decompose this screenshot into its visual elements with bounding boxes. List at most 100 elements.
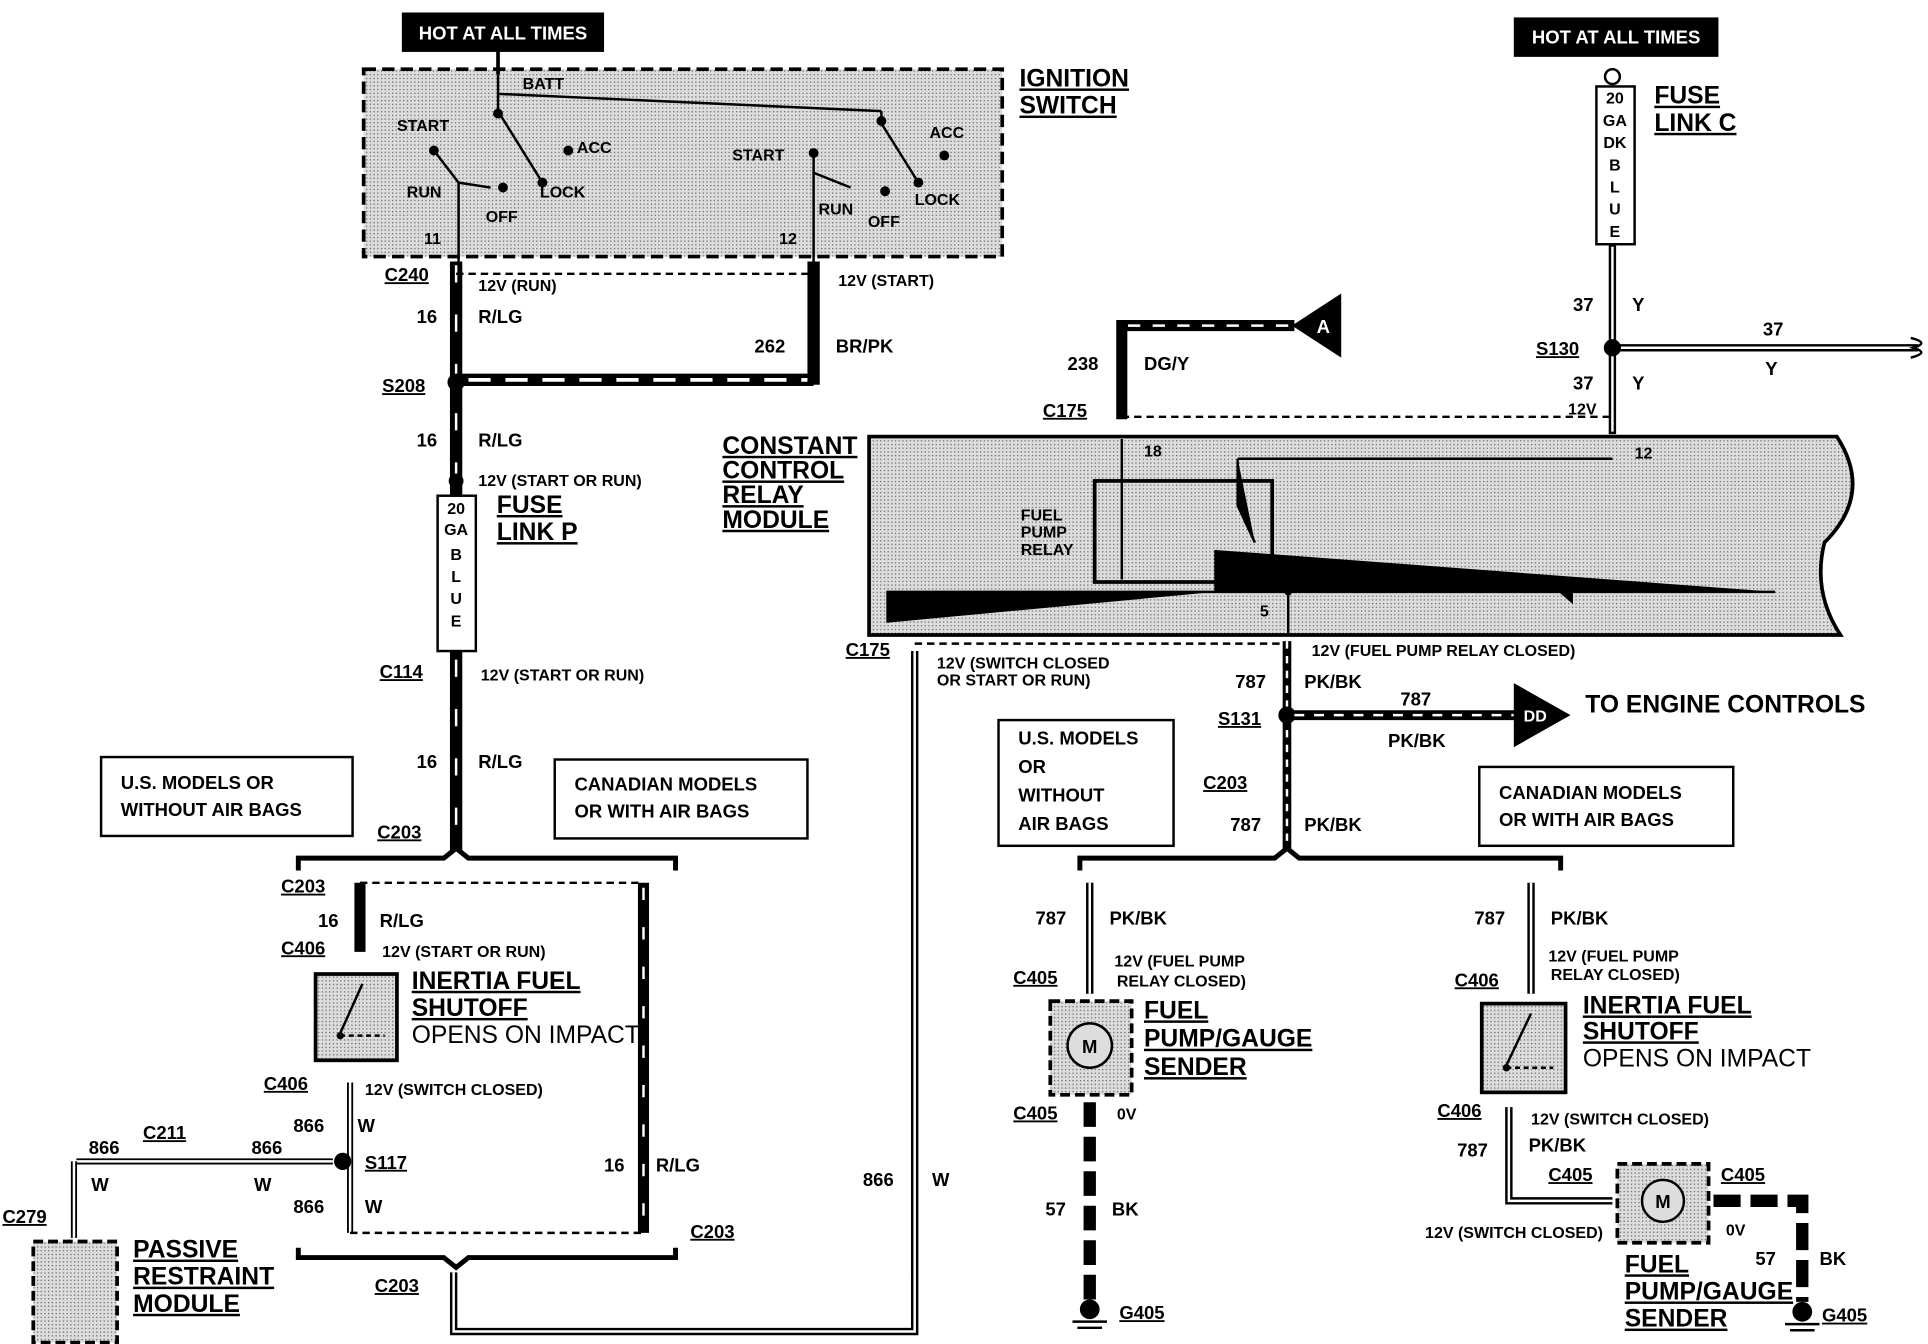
svg-text:START: START: [397, 117, 449, 135]
svg-text:DD: DD: [1524, 707, 1547, 725]
svg-text:GA: GA: [1603, 112, 1627, 130]
us-models-box-right: U.S. MODELS OR WITHOUT AIR BAGS: [997, 718, 1175, 848]
svg-text:GA: GA: [444, 521, 468, 539]
svg-text:RELAY: RELAY: [722, 482, 804, 509]
svg-text:E: E: [451, 612, 462, 630]
canadian-models-box-right: CANADIAN MODELS OR WITH AIR BAGS: [1478, 765, 1735, 848]
svg-text:WITHOUT AIR BAGS: WITHOUT AIR BAGS: [121, 799, 302, 820]
svg-text:G405: G405: [1822, 1305, 1867, 1326]
svg-text:OFF: OFF: [486, 208, 518, 226]
passive-restraint-module: PASSIVE RESTRAINT MODULE: [31, 1237, 274, 1344]
svg-text:RESTRAINT: RESTRAINT: [133, 1264, 274, 1291]
svg-text:G405: G405: [1119, 1302, 1164, 1323]
svg-text:Y: Y: [1765, 358, 1778, 379]
svg-text:866: 866: [89, 1137, 120, 1158]
svg-text:LOCK: LOCK: [540, 183, 586, 201]
canadian-models-box-left: CANADIAN MODELS OR WITH AIR BAGS: [553, 758, 809, 840]
svg-text:C175: C175: [1043, 400, 1087, 421]
svg-text:OR WITH AIR BAGS: OR WITH AIR BAGS: [574, 800, 749, 821]
svg-text:12V (FUEL PUMP: 12V (FUEL PUMP: [1548, 948, 1679, 966]
svg-text:16: 16: [604, 1154, 625, 1175]
svg-text:787: 787: [1230, 814, 1261, 835]
svg-text:12V (SWITCH CLOSED): 12V (SWITCH CLOSED): [1425, 1224, 1603, 1242]
svg-text:TO ENGINE CONTROLS: TO ENGINE CONTROLS: [1585, 692, 1865, 719]
svg-text:PUMP: PUMP: [1021, 524, 1068, 542]
svg-text:57: 57: [1045, 1199, 1066, 1220]
svg-text:BATT: BATT: [523, 75, 565, 93]
svg-text:12V (RUN): 12V (RUN): [478, 277, 556, 295]
svg-text:12V: 12V: [1568, 400, 1597, 418]
svg-text:E: E: [1610, 223, 1621, 241]
svg-text:12V (SWITCH CLOSED): 12V (SWITCH CLOSED): [1531, 1110, 1709, 1128]
svg-text:12V (START OR RUN): 12V (START OR RUN): [382, 943, 545, 961]
svg-text:LOCK: LOCK: [915, 191, 961, 209]
svg-text:R/LG: R/LG: [478, 306, 522, 327]
svg-text:16: 16: [417, 751, 438, 772]
svg-text:R/LG: R/LG: [380, 910, 424, 931]
svg-text:18: 18: [1144, 442, 1162, 460]
right-bracket: [1077, 845, 1564, 871]
svg-text:C203: C203: [377, 821, 421, 842]
svg-text:U.S. MODELS OR: U.S. MODELS OR: [121, 772, 274, 793]
svg-text:BK: BK: [1820, 1248, 1847, 1269]
svg-text:S131: S131: [1218, 708, 1261, 729]
svg-text:OFF: OFF: [868, 213, 900, 231]
svg-text:ACC: ACC: [577, 139, 612, 157]
left-branches: C203 16 R/LG C406 12V (START OR RUN) INE…: [2, 845, 735, 1296]
fuse-link-p: 20 GA B L U E FUSE LINK P: [436, 492, 578, 653]
svg-text:16: 16: [417, 429, 438, 450]
svg-text:INERTIA FUEL: INERTIA FUEL: [1583, 992, 1752, 1019]
svg-text:57: 57: [1755, 1248, 1776, 1269]
svg-text:C203: C203: [1203, 772, 1247, 793]
svg-text:12V (START OR RUN): 12V (START OR RUN): [478, 472, 641, 490]
svg-text:C175: C175: [846, 639, 890, 660]
svg-text:C203: C203: [375, 1275, 419, 1296]
svg-text:866: 866: [251, 1137, 282, 1158]
svg-text:12: 12: [1635, 445, 1653, 463]
svg-text:866: 866: [293, 1115, 324, 1136]
svg-text:C240: C240: [385, 264, 429, 285]
svg-text:PK/BK: PK/BK: [1551, 908, 1609, 929]
svg-text:16: 16: [888, 603, 906, 621]
svg-text:MODULE: MODULE: [722, 507, 829, 534]
svg-text:FUSE: FUSE: [1654, 83, 1720, 110]
svg-text:12V (START): 12V (START): [838, 272, 934, 290]
svg-text:12V (FUEL PUMP RELAY CLOSED): 12V (FUEL PUMP RELAY CLOSED): [1312, 642, 1576, 660]
svg-text:787: 787: [1235, 671, 1266, 692]
svg-text:OPENS ON IMPACT: OPENS ON IMPACT: [1583, 1045, 1811, 1072]
svg-text:FUEL: FUEL: [1021, 506, 1063, 524]
svg-text:SHUTOFF: SHUTOFF: [1583, 1018, 1699, 1045]
svg-text:C406: C406: [281, 937, 325, 958]
svg-text:U.S. MODELS: U.S. MODELS: [1018, 728, 1138, 749]
svg-text:L: L: [1610, 178, 1620, 196]
us-models-box-left: U.S. MODELS OR WITHOUT AIR BAGS: [99, 755, 354, 838]
svg-text:M: M: [1655, 1191, 1670, 1212]
svg-text:DG/Y: DG/Y: [1144, 353, 1190, 374]
svg-text:W: W: [365, 1196, 383, 1217]
svg-text:787: 787: [1400, 688, 1431, 709]
svg-text:866: 866: [293, 1196, 324, 1217]
svg-text:OR WITH AIR BAGS: OR WITH AIR BAGS: [1499, 809, 1674, 830]
svg-text:C406: C406: [1455, 969, 1499, 990]
svg-text:START: START: [732, 146, 784, 164]
svg-text:B: B: [1609, 156, 1621, 174]
hot-at-all-times-right: HOT AT ALL TIMES: [1513, 17, 1719, 57]
svg-text:PUMP/GAUGE: PUMP/GAUGE: [1625, 1278, 1793, 1305]
svg-text:37: 37: [1763, 318, 1784, 339]
svg-text:S130: S130: [1536, 338, 1579, 359]
svg-text:Y: Y: [1632, 373, 1645, 394]
svg-text:16: 16: [417, 306, 438, 327]
svg-text:C114: C114: [380, 661, 424, 682]
svg-text:CANADIAN MODELS: CANADIAN MODELS: [574, 773, 757, 794]
svg-text:R/LG: R/LG: [656, 1154, 700, 1175]
svg-text:787: 787: [1035, 908, 1066, 929]
svg-text:PK/BK: PK/BK: [1109, 908, 1167, 929]
svg-text:FUEL: FUEL: [1144, 997, 1208, 1024]
svg-text:LINK C: LINK C: [1654, 110, 1736, 137]
svg-text:866: 866: [863, 1169, 894, 1190]
svg-text:B: B: [450, 546, 462, 564]
svg-text:C405: C405: [1013, 967, 1057, 988]
wire-37-y: 37 Y S130 37 Y 37 Y 12V: [1536, 244, 1923, 435]
svg-text:37: 37: [1573, 294, 1594, 315]
left-wire-lower: C114 12V (START OR RUN) 16 R/LG C203: [377, 661, 644, 842]
